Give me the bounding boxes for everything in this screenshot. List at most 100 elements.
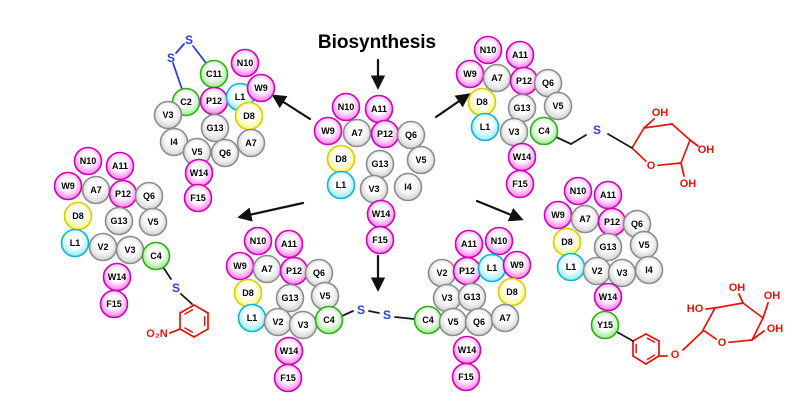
residue-v5 <box>543 91 573 121</box>
nitrobenzene-ring-edge <box>193 304 209 314</box>
residue-label-p12: P12 <box>516 76 532 86</box>
residue-label-y15: Y15 <box>597 320 613 330</box>
figure-title: Biosynthesis <box>318 32 436 53</box>
residue-label-a11: A11 <box>600 190 616 200</box>
residue-n10 <box>73 146 103 176</box>
atom-label-oh: OH <box>764 290 781 302</box>
arrow-to-disulfide-variant <box>271 94 312 121</box>
residue-label-f15: F15 <box>280 373 296 383</box>
bond-layer <box>162 43 769 365</box>
bond <box>341 310 354 317</box>
bond <box>172 62 183 90</box>
residue-label-i4: I4 <box>645 265 653 275</box>
bond <box>570 134 587 145</box>
o-glucose-ring-edge <box>728 339 753 344</box>
residue-f15 <box>365 225 395 255</box>
residue-label-a7: A7 <box>491 73 503 83</box>
residue-label-n10: N10 <box>237 58 254 68</box>
residue-c4 <box>529 116 559 146</box>
residue-label-p12: P12 <box>459 266 475 276</box>
residue-n10 <box>230 48 260 78</box>
residue-a7 <box>236 128 266 158</box>
residue-label-c11: C11 <box>206 69 222 79</box>
residue-label-n10: N10 <box>570 186 587 196</box>
residue-label-q6: Q6 <box>542 78 554 88</box>
residue-label-i4: I4 <box>170 137 178 147</box>
residue-label-g13: G13 <box>371 159 388 169</box>
residue-label-w9: W9 <box>463 69 477 79</box>
atom-label-oh: OH <box>698 144 715 156</box>
bond <box>682 330 704 351</box>
residue-label-v3: V3 <box>616 268 627 278</box>
bond <box>368 310 380 314</box>
o-glucose-ring-ring-oxygen: O <box>718 337 727 349</box>
residue-n10 <box>484 226 514 256</box>
residue-label-w9: W9 <box>254 83 268 93</box>
atom-label-ho: HO <box>687 303 704 315</box>
residue-label-d8: D8 <box>72 211 84 221</box>
thio-glucose-ring-edge <box>671 123 691 141</box>
bond <box>643 118 655 129</box>
residue-label-f15: F15 <box>106 299 122 309</box>
bond <box>738 293 744 304</box>
residue-w9 <box>313 116 343 146</box>
residue-c4 <box>314 305 344 335</box>
residue-l1 <box>470 112 500 142</box>
bond <box>689 139 699 147</box>
residue-label-c4: C4 <box>150 251 162 261</box>
thio-glucose-ring-edge <box>680 139 691 164</box>
o-glucose-ring-edge <box>751 317 764 341</box>
residue-label-v3: V3 <box>441 293 452 303</box>
atom-label-oh: OH <box>680 178 697 190</box>
bond <box>394 316 415 320</box>
residue-label-v3: V3 <box>368 184 379 194</box>
residue-label-c4: C4 <box>538 126 550 136</box>
residue-label-a11: A11 <box>281 239 297 249</box>
residue-label-w9: W9 <box>321 126 335 136</box>
residue-label-g13: G13 <box>110 216 127 226</box>
residue-label-w14: W14 <box>108 272 127 282</box>
residue-label-w14: W14 <box>372 209 391 219</box>
residue-label-l1: L1 <box>235 92 246 102</box>
residue-label-v5: V5 <box>415 155 426 165</box>
nitrobenzene-ring-double-bond <box>184 327 194 333</box>
bond <box>162 266 172 280</box>
residue-c4 <box>141 241 171 271</box>
residue-label-q6: Q6 <box>405 130 417 140</box>
residue-label-d8: D8 <box>561 237 573 247</box>
residue-label-c4: C4 <box>323 315 335 325</box>
bond <box>555 136 572 145</box>
residue-label-p12: P12 <box>115 189 131 199</box>
residue-label-n10: N10 <box>338 102 355 112</box>
residue-v5 <box>406 145 436 175</box>
thio-glucose-ring-edge <box>643 123 673 129</box>
residue-label-a7: A7 <box>90 185 102 195</box>
thio-glucose-ring-edge <box>631 127 645 149</box>
residue-d8 <box>497 277 527 307</box>
residue-v5 <box>138 207 168 237</box>
arrow-layer <box>237 58 524 292</box>
residue-label-v2: V2 <box>272 317 283 327</box>
residue-label-c2: C2 <box>180 97 192 107</box>
residue-label-l1: L1 <box>247 313 258 323</box>
residue-label-g13: G13 <box>463 292 480 302</box>
residue-label-d8: D8 <box>476 97 488 107</box>
residue-label-i4: I4 <box>404 182 412 192</box>
residue-label-f15: F15 <box>458 372 474 382</box>
residue-label-a7: A7 <box>261 264 273 274</box>
arrow-to-o-glycoside-variant <box>475 199 524 222</box>
residue-label-w9: W9 <box>510 260 524 270</box>
o-glucose-ring-edge <box>742 302 764 319</box>
residue-a7 <box>490 303 520 333</box>
residue-label-d8: D8 <box>243 111 255 121</box>
residue-label-v2: V2 <box>97 242 108 252</box>
atom-label-o₂n: O₂N <box>146 328 167 340</box>
bond <box>616 331 634 342</box>
tyrosine-phenyl-ring-double-bond <box>646 337 656 343</box>
bond <box>680 162 685 177</box>
residue-label-l1: L1 <box>336 180 347 190</box>
